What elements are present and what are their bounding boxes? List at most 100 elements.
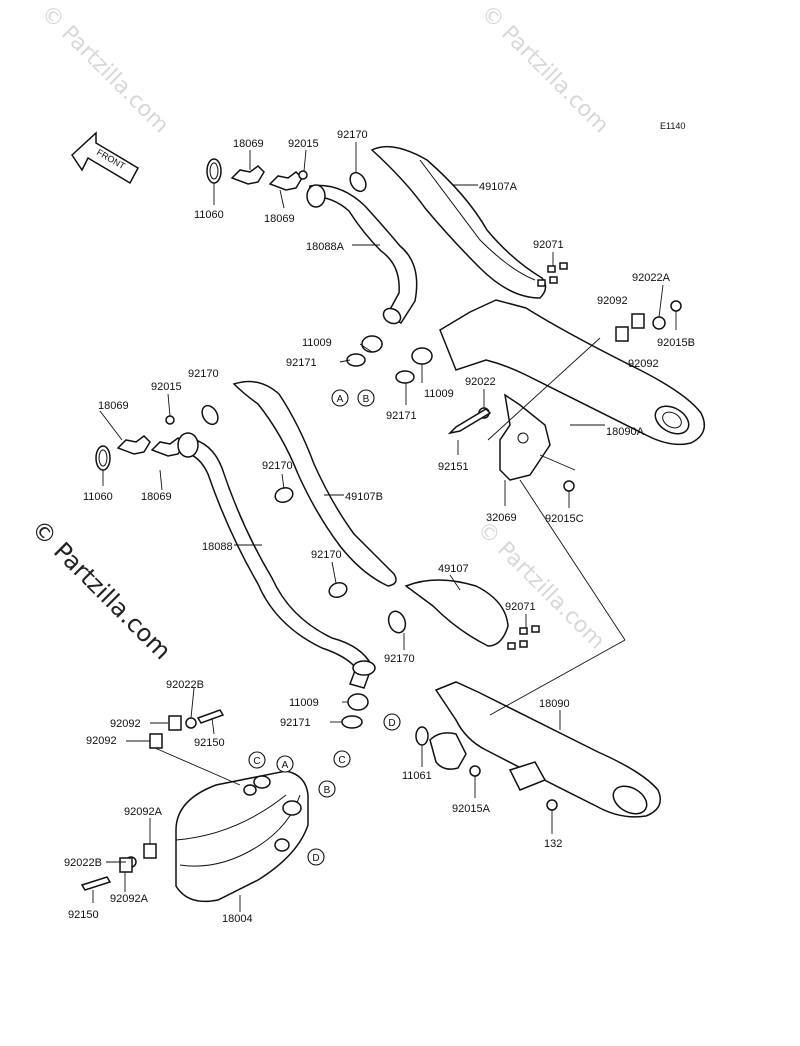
part-label-92022A: 92022A [632, 272, 671, 284]
callout-b-top: B [357, 389, 375, 407]
damper-92071-top-d [549, 276, 558, 284]
part-label-92171-top-a: 92171 [286, 357, 317, 369]
svg-text:C: C [253, 756, 260, 767]
part-label-92071-low: 92071 [505, 601, 536, 613]
part-label-92015A: 92015A [452, 803, 491, 815]
part-label-18090: 18090 [539, 698, 570, 710]
part-label-49107: 49107 [438, 563, 469, 575]
washer-92022A [652, 316, 666, 330]
watermark-top-right: © Partzilla.com [476, 1, 614, 139]
front-arrow-icon: FRONT [71, 131, 139, 185]
watermark-top-left: © Partzilla.com [36, 1, 174, 139]
exhaust-pipe-18088 [183, 437, 373, 689]
gasket-11009-top [361, 335, 383, 353]
nut-92015B [670, 300, 682, 312]
part-label-92092A-b: 92092A [110, 893, 149, 905]
part-label-92015-top: 92015 [288, 138, 319, 150]
part-label-11061: 11061 [402, 770, 432, 782]
damper-92071-low-c [507, 642, 516, 650]
part-label-92170-mid2: 92170 [262, 460, 293, 472]
part-label-92022: 92022 [465, 376, 496, 388]
clamp-92170-low2 [387, 610, 407, 634]
part-label-18004: 18004 [222, 913, 253, 925]
part-label-18069-mid-b: 18069 [141, 491, 172, 503]
washer-92022B-a [185, 717, 197, 729]
svg-text:B: B [363, 394, 370, 405]
bracket-18090 [508, 761, 547, 791]
nut-92015-top [298, 170, 308, 180]
part-label-92171-low: 92171 [280, 717, 311, 729]
callout-c-mid: C [333, 750, 351, 768]
part-label-18088: 18088 [202, 541, 233, 553]
nut-92015C [563, 480, 575, 492]
part-label-92022B-a: 92022B [166, 679, 204, 691]
inlet-port-a [253, 775, 271, 789]
inlet-port-c [243, 784, 257, 796]
part-label-18069-top-b: 18069 [264, 213, 295, 225]
svg-text:D: D [312, 853, 319, 864]
nut-92015-mid [165, 415, 175, 425]
part-label-92015-mid: 92015 [151, 381, 182, 393]
part-label-92092-a: 92092 [597, 295, 628, 307]
gasket-11009-low [347, 693, 369, 711]
part-label-92170-mid: 92170 [188, 368, 219, 380]
part-label-92092-d: 92092 [86, 735, 117, 747]
part-label-18069-top-a: 18069 [233, 138, 264, 150]
damper-92092-d [149, 733, 163, 749]
callout-a-low: A [276, 755, 294, 773]
outlet-port-d [274, 838, 290, 852]
svg-text:C: C [338, 755, 345, 766]
damper-92071-low-d [519, 640, 528, 648]
heat-guard-49107 [404, 579, 509, 647]
damper-92071-low-b [531, 625, 540, 633]
watermark-left-dark: © Partzilla.com [26, 514, 177, 665]
svg-text:A: A [282, 760, 289, 771]
part-label-92170-low2: 92170 [384, 653, 415, 665]
part-label-18069-mid-a: 18069 [98, 400, 129, 412]
part-label-11009-mid: 11009 [424, 388, 454, 400]
callout-b-low: B [318, 780, 336, 798]
bolt-92151 [447, 408, 492, 435]
nut-92015A [469, 765, 481, 777]
part-label-92015B: 92015B [657, 337, 695, 349]
clamp-92171-top-a [346, 353, 366, 367]
inlet-pipe-18090 [429, 732, 467, 770]
part-label-92150-b: 92150 [68, 909, 99, 921]
clamp-92171-low [341, 715, 363, 729]
part-label-132: 132 [544, 838, 562, 850]
part-label-18090A: 18090A [606, 426, 645, 438]
part-label-92170-low: 92170 [311, 549, 342, 561]
part-label-92015C: 92015C [545, 513, 584, 525]
clamp-92170-low [328, 581, 348, 599]
clamp-92170-mid [201, 404, 219, 426]
callout-d-low: D [307, 848, 325, 866]
part-label-92092-b: 92092 [628, 358, 659, 370]
callout-d-mid: D [383, 713, 401, 731]
part-label-32069: 32069 [486, 512, 517, 524]
callout-c-low: C [248, 751, 266, 769]
bolt-92150-b [80, 876, 112, 891]
svg-text:A: A [337, 394, 344, 405]
part-label-49107A: 49107A [479, 181, 518, 193]
gasket-11061 [415, 726, 429, 746]
part-label-92171-top-b: 92171 [386, 410, 417, 422]
part-label-11009-top: 11009 [302, 337, 332, 349]
damper-92092-b [631, 313, 645, 329]
clamp-92170-mid2 [274, 486, 294, 504]
gasket-11009-mid [411, 347, 433, 365]
part-label-11060-top: 11060 [194, 209, 224, 221]
nut-132 [546, 799, 558, 811]
svg-text:B: B [324, 785, 331, 796]
leader-lines [92, 142, 677, 912]
part-label-92150-a: 92150 [194, 737, 225, 749]
exhaust-pipe-18088A [308, 184, 418, 325]
muffler-18090A [439, 299, 706, 446]
bolt-92150-a [196, 709, 225, 724]
flange-18069-mid-a [116, 435, 151, 455]
part-label-92071-top: 92071 [533, 239, 564, 251]
inlet-port-b [282, 800, 302, 816]
part-label-49107B: 49107B [345, 491, 383, 503]
heat-guard-49107B [232, 380, 397, 587]
flange-18069-top-a [230, 165, 265, 185]
